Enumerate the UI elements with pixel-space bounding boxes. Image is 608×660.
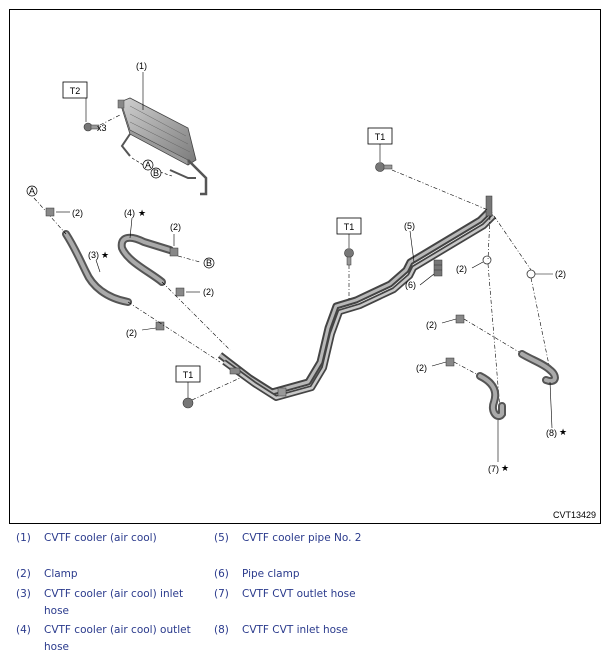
- connection-b-circle-2: [203, 257, 215, 269]
- callout-1: (1): [136, 61, 147, 71]
- connection-a-circle: [142, 159, 154, 171]
- star-7: ★: [501, 463, 509, 473]
- t2-torque-box: [62, 81, 88, 99]
- callout-2a: (2): [72, 208, 83, 218]
- callout-8: (8): [546, 428, 557, 438]
- t1-torque-label: T1: [375, 132, 386, 142]
- t2-torque-label: T2: [70, 86, 81, 96]
- inlet-hose: [62, 230, 132, 306]
- clamp-icon: [169, 247, 179, 257]
- callout-6: (6): [405, 280, 416, 290]
- callout-5: (5): [404, 221, 415, 231]
- star-8: ★: [559, 427, 567, 437]
- exploded-parts-diagram: T2 x3 (1) A B A (2) (3) ★ (4) ★ (2) B (2…: [9, 9, 601, 524]
- figure-id: CVT13429: [552, 510, 596, 520]
- connection-b-circle: [150, 167, 162, 179]
- star-4: ★: [138, 208, 146, 218]
- clamp-icon: [482, 255, 492, 265]
- clamp-icon: [175, 287, 185, 297]
- cvtf-cooler: [117, 97, 208, 196]
- outlet-hose: [117, 233, 174, 286]
- connection-a-label: A: [145, 160, 151, 170]
- clamp-icon: [526, 269, 536, 279]
- callout-2e: (2): [456, 264, 467, 274]
- t1-bolt: [375, 162, 393, 172]
- bolt-quantity: x3: [97, 123, 107, 133]
- callout-3: (3): [88, 250, 99, 260]
- t1-bolt-3: [182, 397, 194, 409]
- clamp-icon: [45, 207, 55, 217]
- connection-a-label-2: A: [29, 186, 35, 196]
- cvt-inlet-hose: [518, 350, 559, 385]
- clamp-icon: [445, 357, 455, 367]
- callout-2h: (2): [416, 363, 427, 373]
- callout-4: (4): [124, 208, 135, 218]
- t1-torque-label-2: T1: [344, 222, 355, 232]
- connection-a-circle-2: [26, 185, 38, 197]
- t1-bolt-2: [344, 248, 354, 266]
- cooler-pipe-no2: [217, 195, 497, 401]
- clamp-icon: [455, 314, 465, 324]
- cvt-outlet-hose: [476, 372, 506, 420]
- connection-b-label: B: [153, 168, 159, 178]
- callout-2c: (2): [203, 287, 214, 297]
- callout-2g: (2): [426, 320, 437, 330]
- star-3: ★: [101, 250, 109, 260]
- callout-2f: (2): [555, 269, 566, 279]
- pipe-clamp: [433, 259, 443, 277]
- callout-2b: (2): [170, 222, 181, 232]
- t2-bolt: [83, 122, 100, 132]
- clamp-icon: [155, 321, 165, 331]
- callout-2d: (2): [126, 328, 137, 338]
- t1-torque-label-3: T1: [183, 370, 194, 380]
- callout-7: (7): [488, 464, 499, 474]
- diagram-drawing: T2 x3 (1) A B A (2) (3) ★ (4) ★ (2) B (2…: [26, 61, 567, 474]
- connection-b-label-2: B: [206, 258, 212, 268]
